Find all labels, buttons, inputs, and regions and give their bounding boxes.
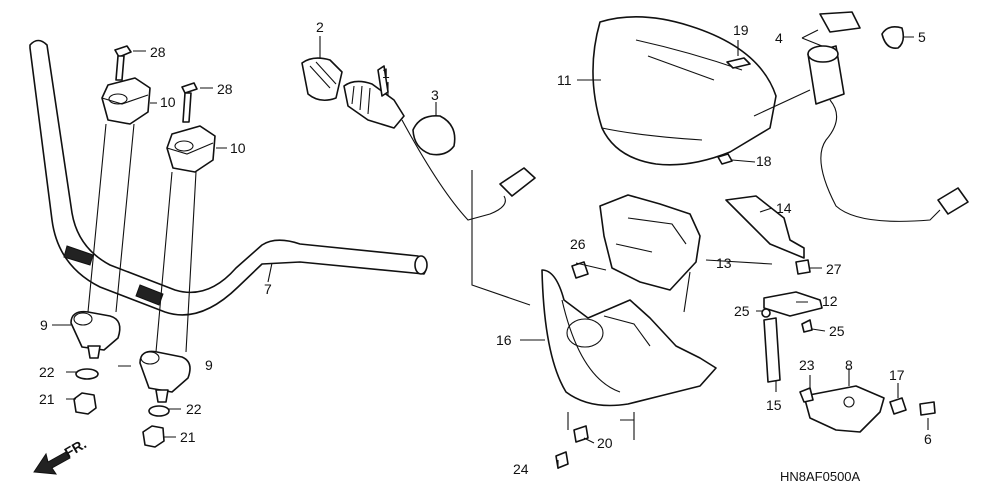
callout-9-left: 9 (40, 317, 48, 333)
clip-25b[interactable] (801, 319, 813, 333)
callout-15: 15 (766, 397, 782, 413)
callout-1: 1 (382, 65, 390, 81)
callout-12: 12 (822, 293, 838, 309)
bolt-20[interactable] (573, 425, 589, 443)
bracket-8[interactable] (803, 385, 885, 433)
clip-25a[interactable] (761, 308, 771, 318)
bolt-6[interactable] (919, 401, 936, 416)
washer-left[interactable] (75, 368, 99, 380)
callout-22-right: 22 (186, 401, 202, 417)
callout-25-right: 25 (829, 323, 845, 339)
callout-17: 17 (889, 367, 905, 383)
lower-cover[interactable] (541, 269, 717, 407)
cover-clip[interactable] (726, 57, 751, 69)
stay-12[interactable] (763, 291, 823, 317)
cover-stay-13[interactable] (599, 194, 701, 291)
vent-pipe-15[interactable] (763, 317, 781, 383)
callout-19: 19 (733, 22, 749, 38)
bolt-27[interactable] (795, 259, 811, 275)
callout-25-left: 25 (734, 303, 750, 319)
stay-14[interactable] (725, 195, 805, 259)
callout-21-right: 21 (180, 429, 196, 445)
grommet-2[interactable] (301, 57, 343, 102)
callout-28-top: 28 (150, 44, 166, 60)
callout-16: 16 (496, 332, 512, 348)
upper-holder-right[interactable] (166, 125, 216, 173)
cover-nut-18[interactable] (717, 153, 733, 165)
switch-assembly[interactable] (343, 65, 405, 129)
upper-holder-left[interactable] (101, 77, 151, 125)
holder-bolt-right[interactable] (181, 82, 198, 123)
callout-20: 20 (597, 435, 613, 451)
callout-10-mid: 10 (230, 140, 246, 156)
callout-26: 26 (570, 236, 586, 252)
callout-23: 23 (799, 357, 815, 373)
lower-holder-left[interactable] (70, 310, 121, 359)
callout-8: 8 (845, 357, 853, 373)
holder-bolt-left[interactable] (114, 45, 132, 81)
bolt-26[interactable] (571, 261, 589, 279)
ignition-connector[interactable] (937, 187, 969, 215)
callout-22-left: 22 (39, 364, 55, 380)
handlebar-pipe[interactable] (29, 39, 428, 316)
nut-17[interactable] (889, 397, 907, 415)
callout-27: 27 (826, 261, 842, 277)
washer-right[interactable] (148, 405, 170, 417)
callout-7: 7 (264, 281, 272, 297)
callout-9-right: 9 (205, 357, 213, 373)
grommet-3[interactable] (412, 114, 456, 156)
front-direction-arrow: FR. (33, 435, 89, 475)
callout-13: 13 (716, 255, 732, 271)
callout-4: 4 (775, 30, 783, 46)
callout-3: 3 (431, 87, 439, 103)
lower-holder-right[interactable] (139, 350, 191, 403)
nut-left[interactable] (73, 392, 97, 415)
callout-2: 2 (316, 19, 324, 35)
callout-21-left: 21 (39, 391, 55, 407)
switch-connector[interactable] (499, 167, 536, 197)
callout-5: 5 (918, 29, 926, 45)
meter-cover[interactable] (592, 16, 777, 166)
callout-14: 14 (776, 200, 792, 216)
nut-right[interactable] (142, 425, 165, 448)
diagram-code: HN8AF0500A (780, 469, 861, 484)
leader-lines (52, 29, 929, 469)
callout-labels: 1 2 3 4 5 6 7 8 9 9 10 10 11 12 13 14 15… (39, 19, 932, 477)
callout-24: 24 (513, 461, 529, 477)
bolt-24[interactable] (555, 451, 569, 469)
ignition-cap[interactable] (881, 26, 905, 50)
callout-18: 18 (756, 153, 772, 169)
callout-6: 6 (924, 431, 932, 447)
callout-28-mid: 28 (217, 81, 233, 97)
clip-23[interactable] (799, 387, 814, 403)
callout-11: 11 (557, 72, 572, 88)
ignition-switch[interactable] (807, 11, 861, 105)
callout-10-top: 10 (160, 94, 176, 110)
